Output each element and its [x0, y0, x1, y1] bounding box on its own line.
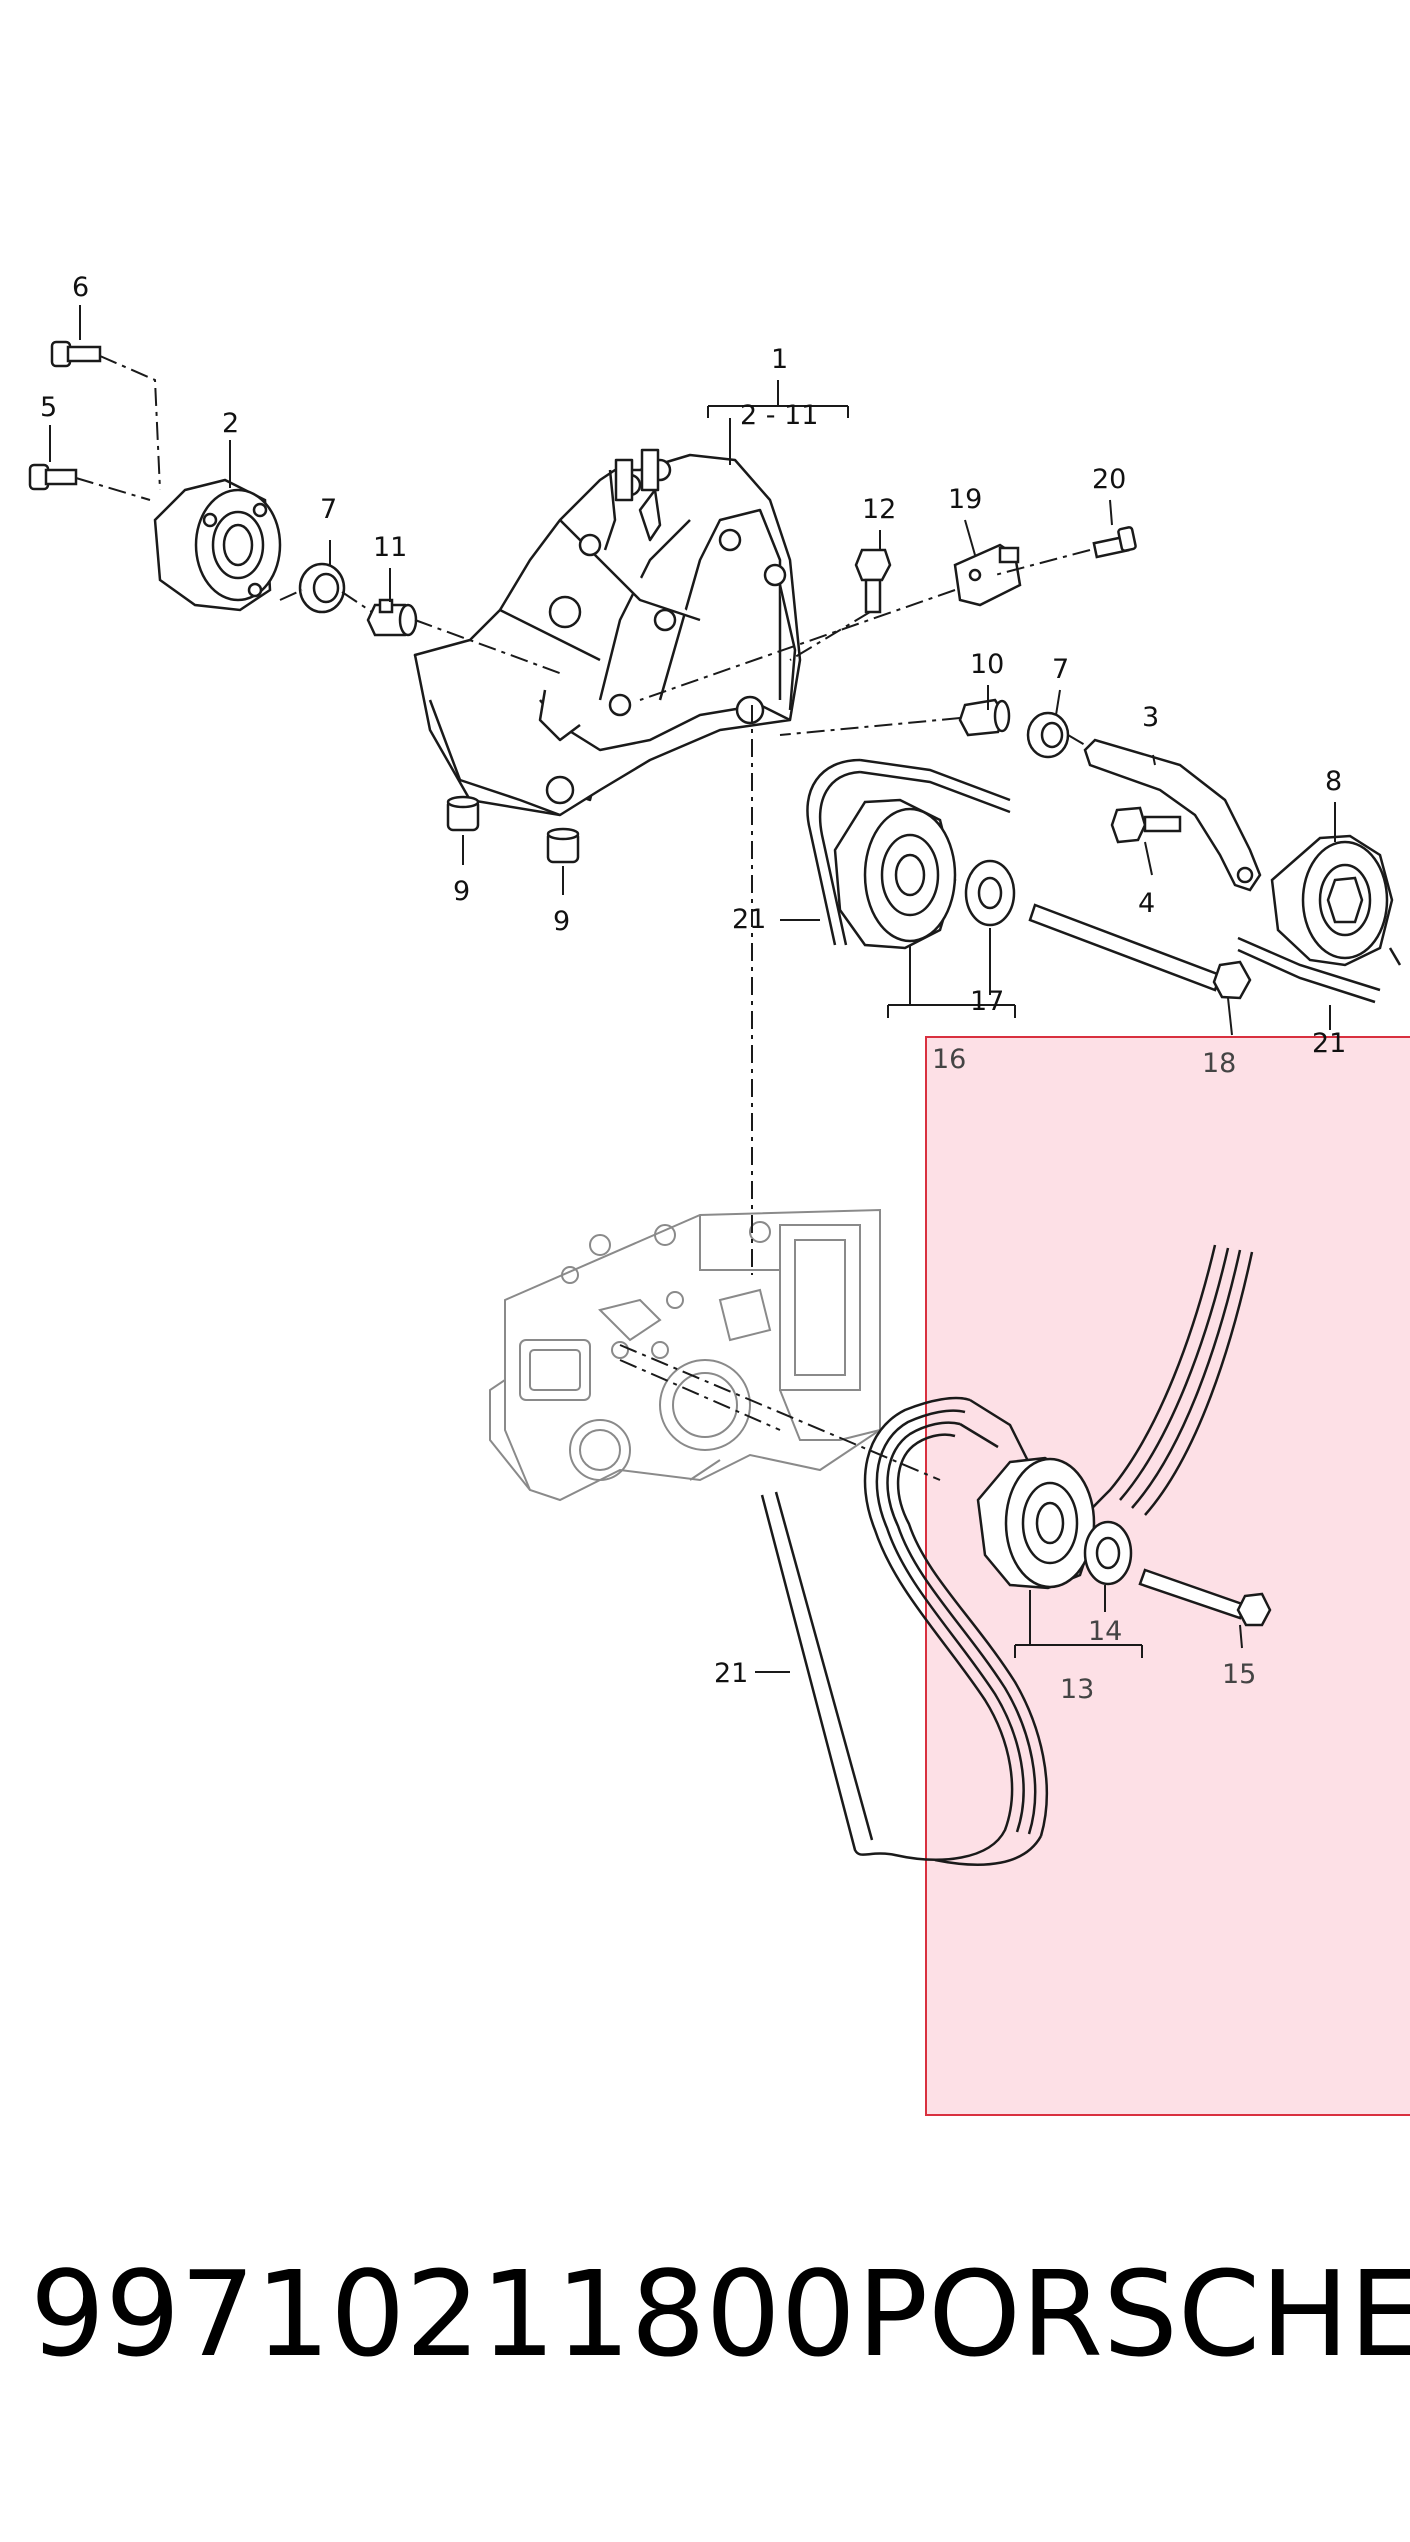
callout-18: 18: [1202, 1048, 1236, 1079]
bolt-5: [28, 463, 78, 491]
callout-19: 19: [948, 484, 982, 515]
callout-21-lower: 21: [714, 1658, 748, 1689]
callout-16: 16: [932, 1044, 966, 1075]
callout-14: 14: [1088, 1616, 1122, 1647]
assembly-lines: [75, 355, 1091, 1481]
bolt-20: [1092, 526, 1137, 559]
callout-2: 2: [222, 408, 239, 439]
callout-15: 15: [1222, 1659, 1256, 1690]
leader-lines: [49, 305, 1336, 1673]
callout-12: 12: [862, 494, 896, 525]
callout-20: 20: [1092, 464, 1126, 495]
callout-21-upper-right: 21: [1312, 1028, 1346, 1059]
footer: 99710211800 PORSCHE: [0, 2255, 1410, 2445]
callout-4: 4: [1138, 888, 1155, 919]
tensioner-arm-3: [1083, 738, 1262, 892]
bolt-15: [1138, 1568, 1272, 1627]
engine-block: [489, 1208, 881, 1502]
part-number: 99710211800: [30, 2245, 856, 2383]
alternator-bracket: [413, 448, 802, 817]
roller-13: [976, 1456, 1097, 1590]
callout-labels: 1 2 - 11 2 6 5 7 11 12 19 20 10 7 3 8 4 …: [40, 272, 1346, 1705]
callout-6: 6: [72, 272, 89, 303]
roller-8: [1270, 834, 1394, 967]
bolt-12: [854, 548, 892, 614]
brand-name: PORSCHE: [857, 2245, 1410, 2383]
washer-14: [1083, 1520, 1133, 1586]
washer-7-left: [298, 562, 346, 614]
belt-21-upper: [806, 758, 1402, 1004]
callout-21-upper-left: 21: [732, 904, 766, 935]
bushing-9-left: [446, 795, 480, 832]
callout-9-right: 9: [553, 906, 570, 937]
bushing-9-right: [546, 827, 580, 864]
roller-2: [153, 478, 282, 612]
callout-13: 13: [1060, 1674, 1094, 1705]
callout-10: 10: [970, 649, 1004, 680]
callout-11: 11: [373, 532, 407, 563]
bolt-6: [50, 340, 102, 368]
roller-16: [833, 798, 957, 950]
bolt-18: [1028, 903, 1252, 1000]
callout-2-11: 2 - 11: [740, 400, 818, 431]
callout-17: 17: [970, 986, 1004, 1017]
callout-7-left: 7: [320, 494, 337, 525]
bushing-11: [366, 598, 418, 637]
callout-7-right: 7: [1052, 654, 1069, 685]
callout-5: 5: [40, 392, 57, 423]
callout-9-left: 9: [453, 876, 470, 907]
bolt-4: [1110, 806, 1182, 844]
highlight-region: [925, 1036, 1410, 2116]
washer-7-right: [1026, 711, 1070, 759]
washer-17: [964, 859, 1016, 927]
clip-19: [953, 543, 1022, 607]
callout-3: 3: [1142, 702, 1159, 733]
bushing-10: [958, 698, 1011, 737]
callout-8: 8: [1325, 766, 1342, 797]
callout-1: 1: [771, 344, 788, 375]
